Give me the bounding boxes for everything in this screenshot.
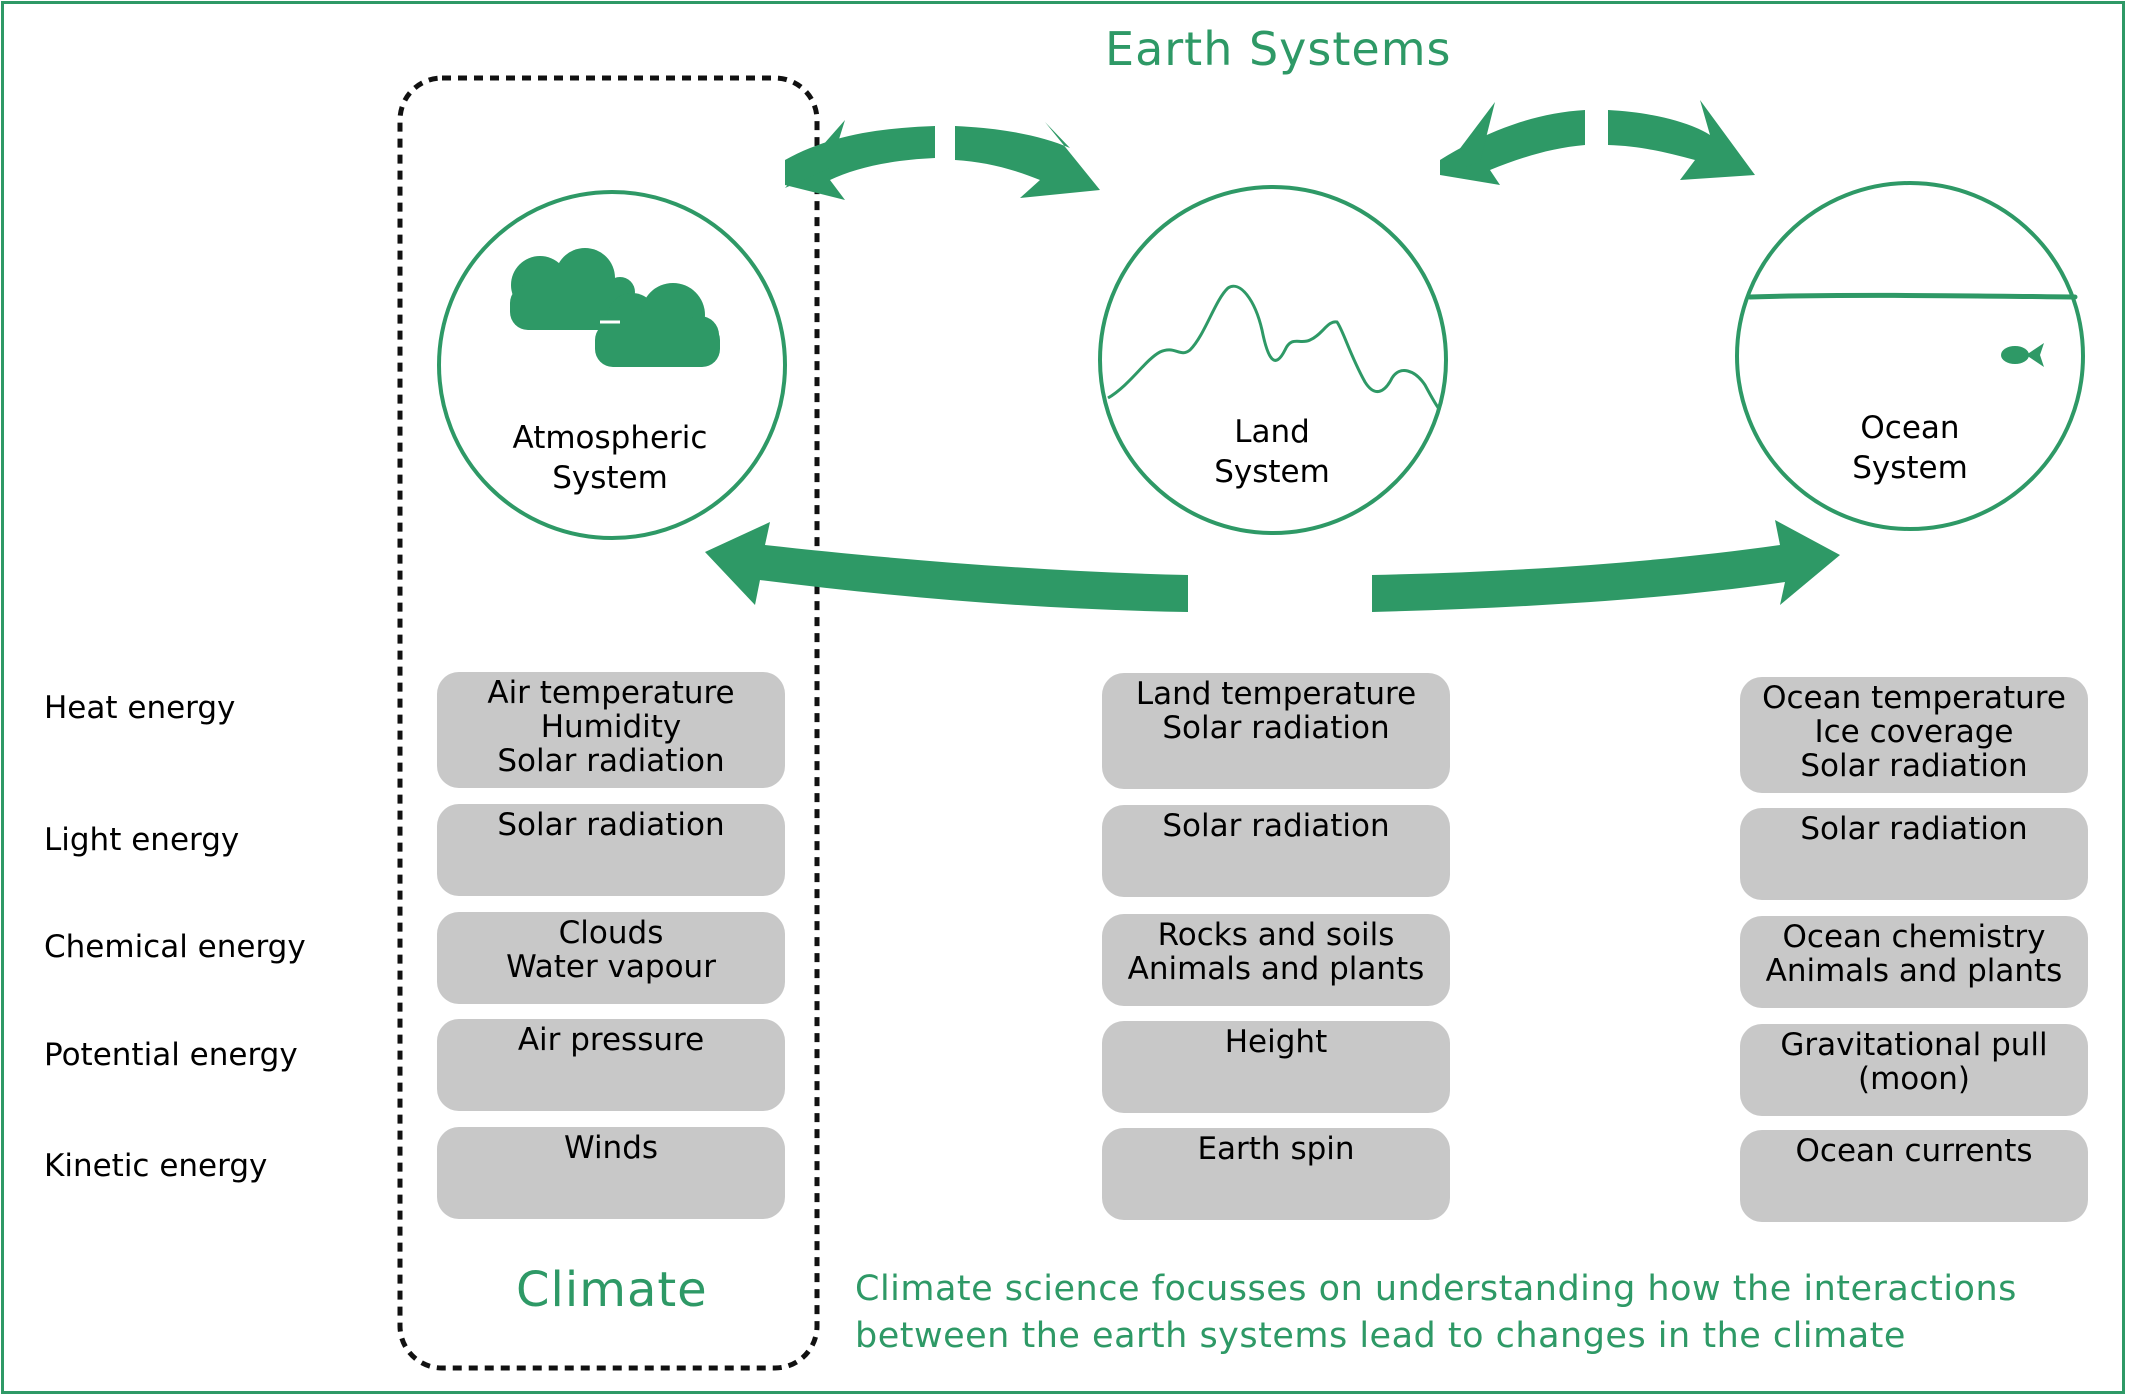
- diagram-title: Earth Systems: [1105, 22, 1452, 76]
- ocean-system-label: Ocean System: [1760, 408, 2060, 488]
- energy-label-light: Light energy: [44, 822, 240, 858]
- box-line: Ocean currents: [1795, 1133, 2033, 1169]
- box-line: Animals and plants: [1765, 953, 2063, 989]
- box-line: Ice coverage: [1814, 714, 2014, 750]
- energy-label-potential: Potential energy: [44, 1037, 298, 1073]
- land-label-line1: Land: [1234, 414, 1310, 450]
- box-line: Humidity: [540, 709, 682, 745]
- box-line: Gravitational pull: [1780, 1027, 2048, 1063]
- box-line: Ocean chemistry: [1782, 919, 2046, 955]
- box-line: Air temperature: [487, 675, 735, 711]
- ocean-chemical-box: Ocean chemistry Animals and plants: [1740, 916, 2088, 1008]
- energy-label-heat: Heat energy: [44, 690, 236, 726]
- box-line: Solar radiation: [497, 743, 725, 779]
- box-line: Winds: [563, 1130, 659, 1166]
- ocean-label-line1: Ocean: [1860, 410, 1960, 446]
- land-heat-box: Land temperature Solar radiation: [1102, 673, 1450, 789]
- land-chemical-box: Rocks and soils Animals and plants: [1102, 914, 1450, 1006]
- box-line: Solar radiation: [1162, 808, 1390, 844]
- arrow-land-to-atmosphere: [705, 522, 1188, 612]
- land-light-box: Solar radiation: [1102, 805, 1450, 897]
- atmospheric-light-box: Solar radiation: [437, 804, 785, 896]
- box-line: Land temperature: [1135, 676, 1417, 712]
- box-line: Rocks and soils: [1157, 917, 1395, 953]
- land-system-label: Land System: [1122, 412, 1422, 492]
- box-line: Solar radiation: [1800, 811, 2028, 847]
- land-potential-box: Height: [1102, 1021, 1450, 1113]
- box-line: Water vapour: [506, 949, 716, 985]
- box-line: Air pressure: [517, 1022, 705, 1058]
- arrow-land-to-ocean: [1372, 520, 1840, 612]
- note-line-2: between the earth systems lead to change…: [855, 1316, 1906, 1356]
- energy-label-kinetic: Kinetic energy: [44, 1148, 268, 1184]
- ocean-potential-box: Gravitational pull (moon): [1740, 1024, 2088, 1116]
- note-line-1: Climate science focusses on understandin…: [855, 1269, 2017, 1309]
- box-line: Solar radiation: [1800, 748, 2028, 784]
- box-line: Solar radiation: [1162, 710, 1390, 746]
- climate-label: Climate: [516, 1262, 708, 1318]
- box-line: Height: [1224, 1024, 1328, 1060]
- atmospheric-kinetic-box: Winds: [437, 1127, 785, 1219]
- atmospheric-label-line1: Atmospheric: [512, 420, 708, 456]
- atmospheric-label-line2: System: [552, 460, 668, 496]
- atmospheric-chemical-box: Clouds Water vapour: [437, 912, 785, 1004]
- atmospheric-heat-box: Air temperature Humidity Solar radiation: [437, 672, 785, 788]
- arrow-atmosphere-land: [785, 120, 1100, 200]
- energy-label-chemical: Chemical energy: [44, 929, 306, 965]
- mountains-icon: [1107, 284, 1442, 412]
- arrow-land-ocean: [1440, 100, 1755, 185]
- box-line: Animals and plants: [1127, 951, 1425, 987]
- atmospheric-system-label: Atmospheric System: [460, 418, 760, 498]
- ocean-label-line2: System: [1852, 450, 1968, 486]
- box-line: Earth spin: [1197, 1131, 1355, 1167]
- box-line: Clouds: [558, 915, 664, 951]
- ocean-heat-box: Ocean temperature Ice coverage Solar rad…: [1740, 677, 2088, 793]
- ocean-light-box: Solar radiation: [1740, 808, 2088, 900]
- land-kinetic-box: Earth spin: [1102, 1128, 1450, 1220]
- atmospheric-potential-box: Air pressure: [437, 1019, 785, 1111]
- land-label-line2: System: [1214, 454, 1330, 490]
- box-line: (moon): [1858, 1061, 1970, 1097]
- climate-dashed-outline: [397, 75, 820, 1371]
- ocean-fish-icon: [1747, 292, 2078, 367]
- box-line: Ocean temperature: [1762, 680, 2066, 716]
- ocean-kinetic-box: Ocean currents: [1740, 1130, 2088, 1222]
- ocean-system-circle: [1735, 181, 2085, 531]
- box-line: Solar radiation: [497, 807, 725, 843]
- clouds-icon: [510, 248, 720, 367]
